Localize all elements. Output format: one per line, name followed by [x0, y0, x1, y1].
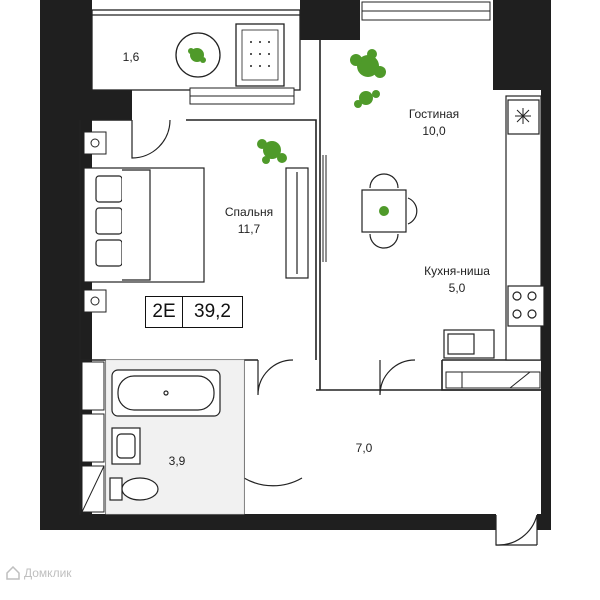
apartment-badge: 2E 39,2 — [145, 296, 243, 328]
bathroom-area-label: 3,9 — [168, 454, 186, 468]
watermark-text: Домклик — [24, 566, 72, 580]
plant-icon — [188, 48, 206, 63]
hall-area-label: 7,0 — [355, 441, 373, 455]
walls — [40, 0, 551, 530]
glazing — [322, 155, 327, 262]
windows — [189, 1, 491, 105]
snowflake-icon — [515, 108, 531, 124]
kitchen-storage — [445, 371, 541, 389]
wardrobe — [285, 167, 309, 279]
watermark: Домклик — [6, 566, 72, 580]
living-name-label: Гостиная — [408, 107, 460, 121]
living-plants — [350, 49, 386, 108]
apartment-type: 2E — [146, 297, 183, 327]
house-logo-icon — [6, 566, 20, 580]
dining-table — [361, 173, 418, 249]
apartment-area: 39,2 — [194, 301, 231, 322]
utility-shafts — [81, 361, 105, 513]
nightstands — [83, 131, 107, 313]
living-area-label: 10,0 — [422, 124, 446, 138]
balcony-area-label: 1,6 — [122, 50, 140, 64]
bedroom-plant-icon — [257, 139, 287, 164]
bed — [83, 167, 205, 283]
kitchen-area-label: 5,0 — [448, 281, 466, 295]
bedroom-name-label: Спальня — [224, 205, 274, 219]
kitchen-name-label: Кухня-ниша — [424, 264, 490, 278]
doors — [131, 119, 538, 546]
kitchen-counter — [443, 95, 545, 361]
table-plant-icon — [379, 206, 389, 216]
balcony-chair-dots — [250, 41, 270, 67]
toilet — [109, 477, 159, 501]
bedroom-area-label: 11,7 — [237, 222, 261, 236]
bathtub — [111, 369, 221, 417]
sink — [111, 427, 141, 465]
